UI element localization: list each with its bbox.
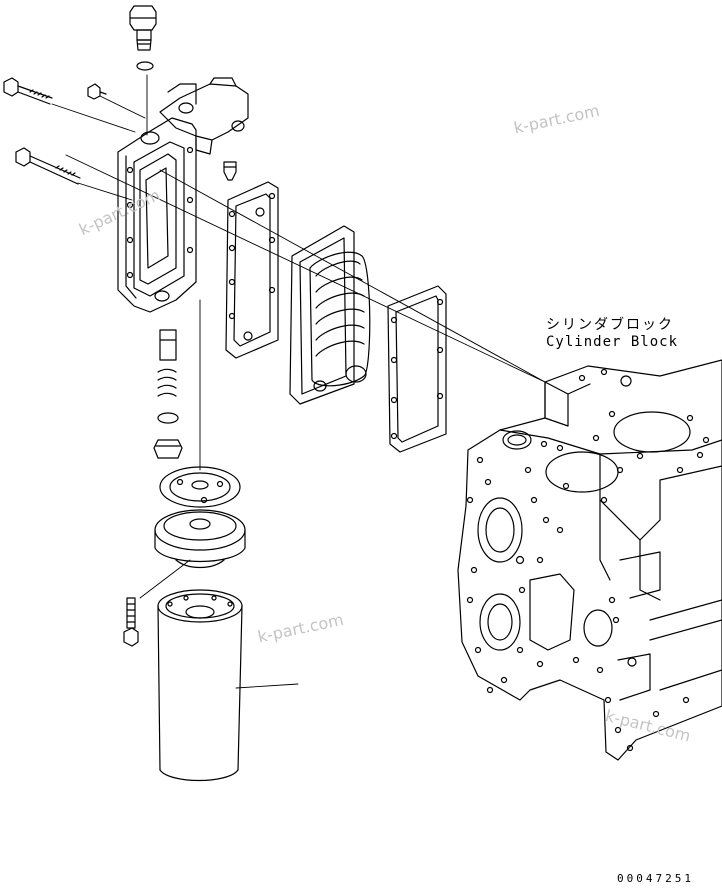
- figure-number: 00047251: [617, 872, 694, 885]
- block-holes: [468, 412, 709, 751]
- cylinder-block-label-jp: シリンダブロック: [546, 317, 674, 333]
- filter-head: [160, 78, 248, 154]
- oil-cooler-cover: [118, 118, 196, 312]
- cylinder-block: [458, 360, 722, 760]
- long-bolt-upper: [4, 78, 52, 104]
- filter-base: [155, 510, 245, 568]
- bypass-valve-parts: [154, 330, 182, 458]
- oil-filter-cartridge: [158, 590, 242, 781]
- filter-mount-bolt: [124, 598, 138, 646]
- oil-cooler-element: [290, 226, 370, 404]
- relief-valve-plug: [130, 6, 156, 70]
- cooler-gasket-rear: [388, 286, 446, 452]
- cooler-gasket-front: [226, 182, 278, 358]
- small-plug: [224, 162, 236, 180]
- cylinder-block-label-en: Cylinder Block: [546, 334, 679, 350]
- long-bolt-lower: [16, 148, 80, 184]
- short-bolt: [88, 84, 106, 99]
- filter-base-gasket: [160, 467, 240, 507]
